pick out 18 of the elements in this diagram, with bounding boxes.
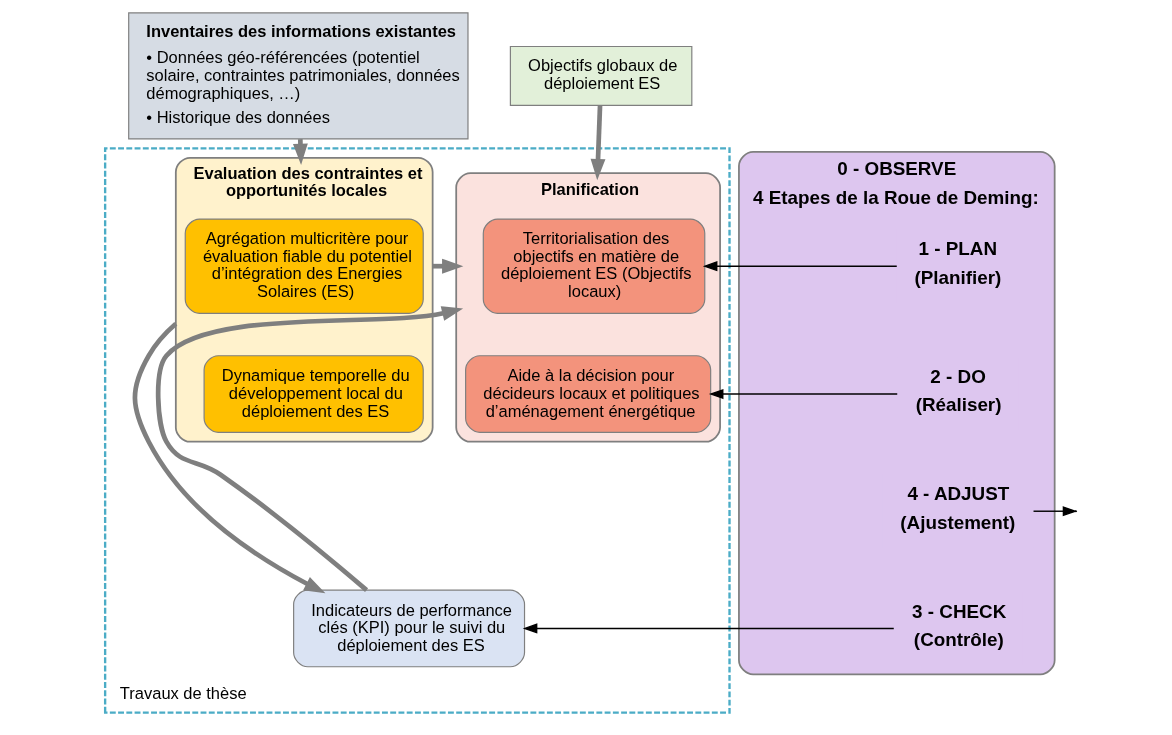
- node-text: 2 - DO (Réaliser): [915, 366, 1002, 416]
- node-box: Aide à la décision pour décideurs locaux et politiques d’aménagement énergétique: [465, 355, 712, 433]
- node-box: Agrégation multicritère pour évaluation fiable du potentiel d’intégration des Energies Solaires (ES): [184, 218, 424, 314]
- node-box: Objectifs globaux de déploiement ES: [509, 45, 693, 106]
- arrow: [702, 261, 898, 272]
- node-text: 3 - CHECK (Contrôle): [912, 600, 1007, 650]
- arrow: [132, 322, 326, 594]
- arrow: [708, 388, 898, 400]
- node-box: Inventaires des informations existantes • Données géo-référencées (potentiel solaire, contraintes patrimoniales, données démographiques, …) • Historique des données: [128, 12, 469, 140]
- arrow: [522, 623, 895, 634]
- node-text: 1 - PLAN (Planifier): [914, 238, 1002, 288]
- node-text: 4 - ADJUST (Ajustement): [900, 483, 1016, 533]
- node-box: Indicateurs de performance clés (KPI) pour le suivi du déploiement des ES: [293, 589, 526, 668]
- arrow: [590, 105, 606, 181]
- node-box: Territorialisation des objectifs en matière de déploiement ES (Objectifs locaux): [482, 218, 706, 314]
- arrow: [1032, 506, 1078, 517]
- node-box: Dynamique temporelle du développement local du déploiement des ES: [203, 355, 424, 433]
- arrow: [155, 306, 464, 592]
